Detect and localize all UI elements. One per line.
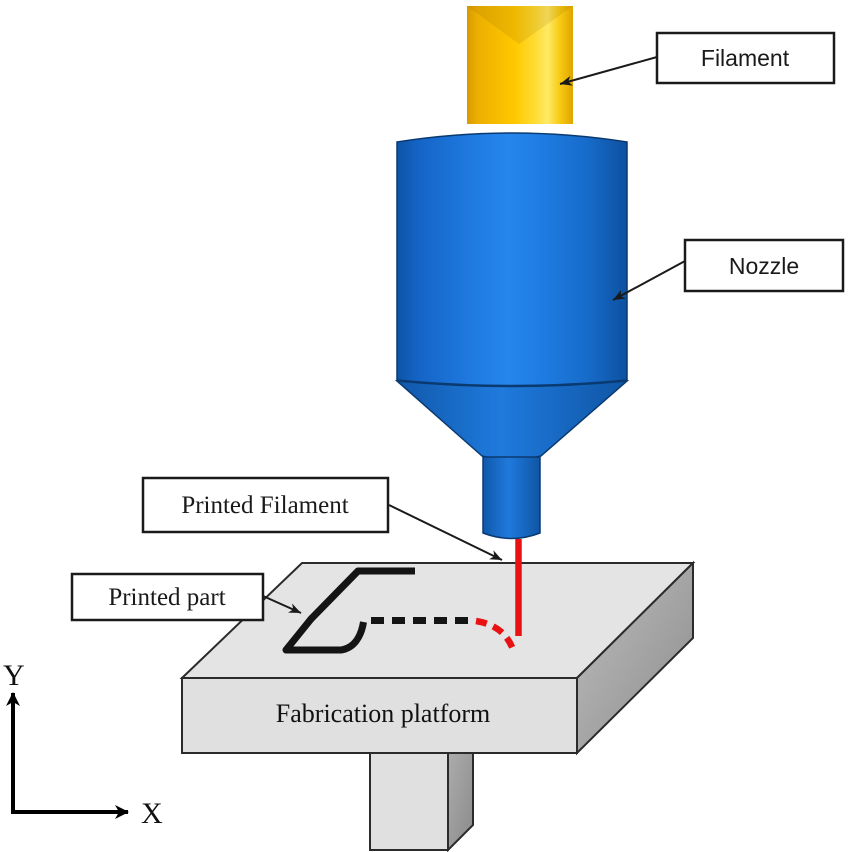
filament-top-bevel — [467, 6, 573, 44]
y-axis-label: Y — [3, 659, 25, 692]
callout-filament: Filament — [559, 31, 836, 86]
coordinate-axes: Y X — [3, 659, 163, 830]
callout-printed-part: Printed part — [70, 572, 302, 622]
printed-filament-label-box — [141, 476, 390, 534]
printed-part-arrow — [262, 595, 302, 614]
nozzle-graphic — [394, 132, 630, 540]
nozzle-label-box — [683, 238, 845, 293]
platform-front-face — [181, 677, 578, 754]
printed-filament-arrow — [388, 504, 503, 561]
fabrication-platform-label: Fabrication platform — [276, 699, 490, 728]
printed-filament-label: Printed Filament — [181, 492, 348, 519]
pedestal-front-face — [369, 752, 449, 851]
callout-printed-filament: Printed Filament — [141, 476, 503, 561]
nozzle-arrow — [612, 260, 686, 301]
printed-part-graphic — [282, 567, 518, 654]
filament-arrow — [559, 56, 658, 86]
nozzle-label: Nozzle — [729, 253, 799, 279]
nozzle-body-cylinder — [396, 132, 628, 387]
nozzle-cone — [394, 380, 630, 461]
filament-label: Filament — [701, 45, 790, 71]
printed-part-solid-path — [282, 567, 415, 654]
x-axis-label: X — [141, 797, 163, 830]
printed-part-label-box — [70, 572, 265, 622]
filament-graphic — [467, 6, 573, 124]
callout-nozzle: Nozzle — [612, 238, 845, 301]
printed-part-label: Printed part — [108, 584, 225, 611]
pedestal-side-face — [447, 752, 474, 852]
fabrication-platform-graphic: Fabrication platform — [179, 560, 696, 852]
filament-body — [467, 6, 573, 124]
extruding-path-red-dashes — [475, 617, 518, 654]
filament-label-box — [655, 31, 836, 85]
nozzle-tip — [482, 456, 541, 540]
